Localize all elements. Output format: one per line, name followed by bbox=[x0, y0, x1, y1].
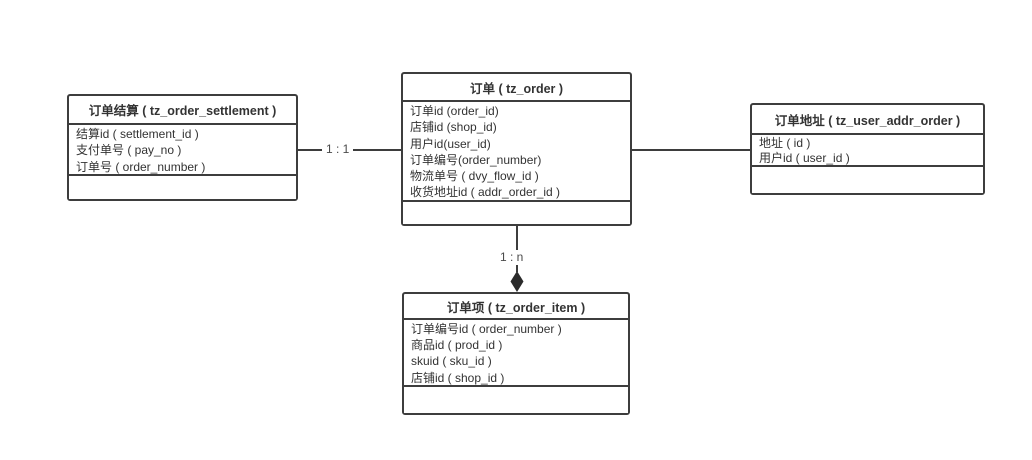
connector-order-item bbox=[516, 226, 518, 272]
entity-title: 订单项 ( tz_order_item ) bbox=[404, 294, 628, 320]
entity-title: 订单 ( tz_order ) bbox=[403, 74, 630, 102]
entity-field: 收货地址id ( addr_order_id ) bbox=[410, 185, 561, 200]
entity-title: 订单结算 ( tz_order_settlement ) bbox=[69, 96, 296, 125]
entity-field: 订单号 ( order_number ) bbox=[76, 159, 206, 174]
entity-tz-order-item: 订单项 ( tz_order_item ) 订单编号id ( order_num… bbox=[402, 292, 630, 415]
entity-field-list: 订单编号id ( order_number ) 商品id ( prod_id )… bbox=[404, 320, 628, 387]
entity-footer bbox=[403, 202, 630, 224]
entity-tz-order-settlement: 订单结算 ( tz_order_settlement ) 结算id ( sett… bbox=[67, 94, 298, 201]
entity-field: 订单id (order_id) bbox=[410, 104, 499, 118]
entity-field-list: 地址 ( id ) 用户id ( user_id ) bbox=[752, 135, 983, 167]
entity-field: 用户id(user_id) bbox=[410, 136, 491, 151]
entity-field: 店铺id ( shop_id ) bbox=[411, 370, 505, 385]
entity-field: 用户id ( user_id ) bbox=[759, 151, 850, 165]
entity-field: skuid ( sku_id ) bbox=[411, 354, 492, 369]
entity-footer bbox=[752, 167, 983, 193]
entity-field: 物流单号 ( dvy_flow_id ) bbox=[410, 169, 539, 184]
entity-field-list: 结算id ( settlement_id ) 支付单号 ( pay_no ) 订… bbox=[69, 125, 296, 176]
diamond-arrowhead-icon bbox=[510, 271, 524, 292]
entity-field: 店铺id (shop_id) bbox=[410, 120, 497, 135]
relationship-label-one-to-one: 1 : 1 bbox=[322, 142, 354, 157]
entity-field: 订单编号id ( order_number ) bbox=[411, 322, 562, 336]
relationship-label-one-to-many: 1 : n bbox=[496, 250, 528, 265]
connector-order-addr bbox=[632, 149, 750, 151]
entity-title: 订单地址 ( tz_user_addr_order ) bbox=[752, 105, 983, 135]
entity-footer bbox=[69, 176, 296, 199]
entity-field: 支付单号 ( pay_no ) bbox=[76, 143, 182, 158]
entity-tz-order: 订单 ( tz_order ) 订单id (order_id) 店铺id (sh… bbox=[401, 72, 632, 226]
entity-footer bbox=[404, 387, 628, 413]
entity-field: 订单编号(order_number) bbox=[410, 152, 542, 167]
entity-field-list: 订单id (order_id) 店铺id (shop_id) 用户id(user… bbox=[403, 102, 630, 202]
entity-tz-user-addr-order: 订单地址 ( tz_user_addr_order ) 地址 ( id ) 用户… bbox=[750, 103, 985, 195]
entity-field: 结算id ( settlement_id ) bbox=[76, 127, 199, 141]
entity-field: 地址 ( id ) bbox=[759, 136, 811, 150]
entity-field: 商品id ( prod_id ) bbox=[411, 338, 503, 353]
